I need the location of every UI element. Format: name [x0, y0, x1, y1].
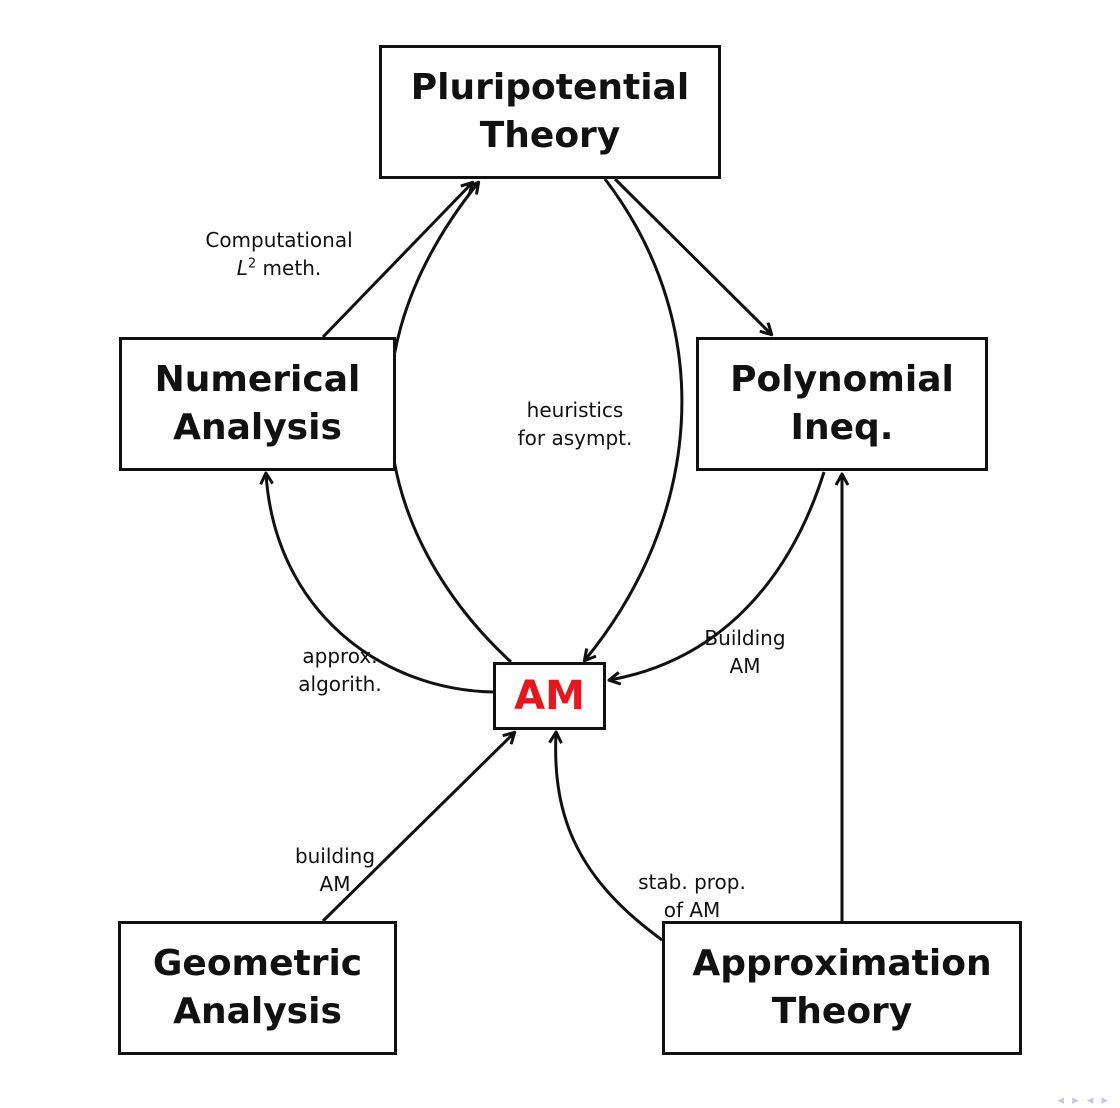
- edge-am-to-pluripotential: [387, 183, 513, 664]
- edge-label-building-geo: building AM: [285, 842, 385, 898]
- node-label-line1: Geometric: [152, 943, 363, 984]
- node-approximation-theory: Approximation Theory: [662, 921, 1022, 1055]
- edge-label-line2: for asympt.: [517, 426, 633, 450]
- node-label-line2: Theory: [771, 991, 913, 1032]
- l-symbol: L: [236, 256, 248, 280]
- edge-pluripotential-to-am: [585, 178, 684, 660]
- edge-label-line2: L2 meth.: [189, 254, 369, 282]
- edge-polynomial-to-am: [610, 471, 826, 680]
- node-polynomial-ineq: Polynomial Ineq.: [696, 337, 988, 471]
- node-label-line1: Polynomial: [730, 359, 954, 400]
- node-label-line1: Approximation: [692, 943, 992, 984]
- edge-label-line1: Computational: [205, 228, 353, 252]
- node-am: AM: [493, 662, 606, 730]
- edge-label-line1: heuristics: [526, 398, 624, 422]
- edge-numerical-to-pluripotential: [321, 183, 472, 339]
- node-label-line2: Analysis: [173, 407, 342, 448]
- edge-label-building-poly: Building AM: [695, 624, 795, 680]
- edge-label-heuristics: heuristics for asympt.: [500, 396, 650, 452]
- edge-geometric-to-am: [321, 733, 514, 923]
- edge-label-stab: stab. prop. of AM: [622, 868, 762, 924]
- node-label-line1: Pluripotential: [410, 67, 690, 108]
- node-label-line2: Theory: [479, 115, 621, 156]
- edge-label-suffix: meth.: [256, 256, 322, 280]
- node-numerical-analysis: Numerical Analysis: [119, 337, 396, 471]
- node-label-line1: Numerical: [154, 359, 361, 400]
- node-am-label: AM: [514, 673, 585, 719]
- edge-label-computational: Computational L2 meth.: [189, 226, 369, 282]
- edge-label-line2: AM: [319, 872, 351, 896]
- edge-label-line2: AM: [729, 654, 761, 678]
- edge-label-line2: of AM: [663, 898, 721, 922]
- node-label-line2: Ineq.: [790, 407, 894, 448]
- node-geometric-analysis: Geometric Analysis: [118, 921, 397, 1055]
- edge-am-to-numerical: [266, 474, 495, 694]
- edge-approximation-to-am: [556, 733, 663, 942]
- edge-label-line1: building: [294, 844, 376, 868]
- edge-label-approx: approx. algorith.: [280, 642, 400, 698]
- node-pluripotential-theory: Pluripotential Theory: [379, 45, 721, 179]
- edge-pluripotential-to-polynomial: [613, 177, 771, 334]
- superscript: 2: [247, 256, 257, 272]
- edge-label-line1: approx.: [302, 644, 378, 668]
- beamer-nav-icons[interactable]: ◂ ▸ ◂ ▸: [1057, 1093, 1110, 1108]
- node-label-line2: Analysis: [173, 991, 342, 1032]
- edge-label-line1: Building: [704, 626, 786, 650]
- edge-label-line1: stab. prop.: [638, 870, 746, 894]
- edge-label-line2: algorith.: [298, 672, 382, 696]
